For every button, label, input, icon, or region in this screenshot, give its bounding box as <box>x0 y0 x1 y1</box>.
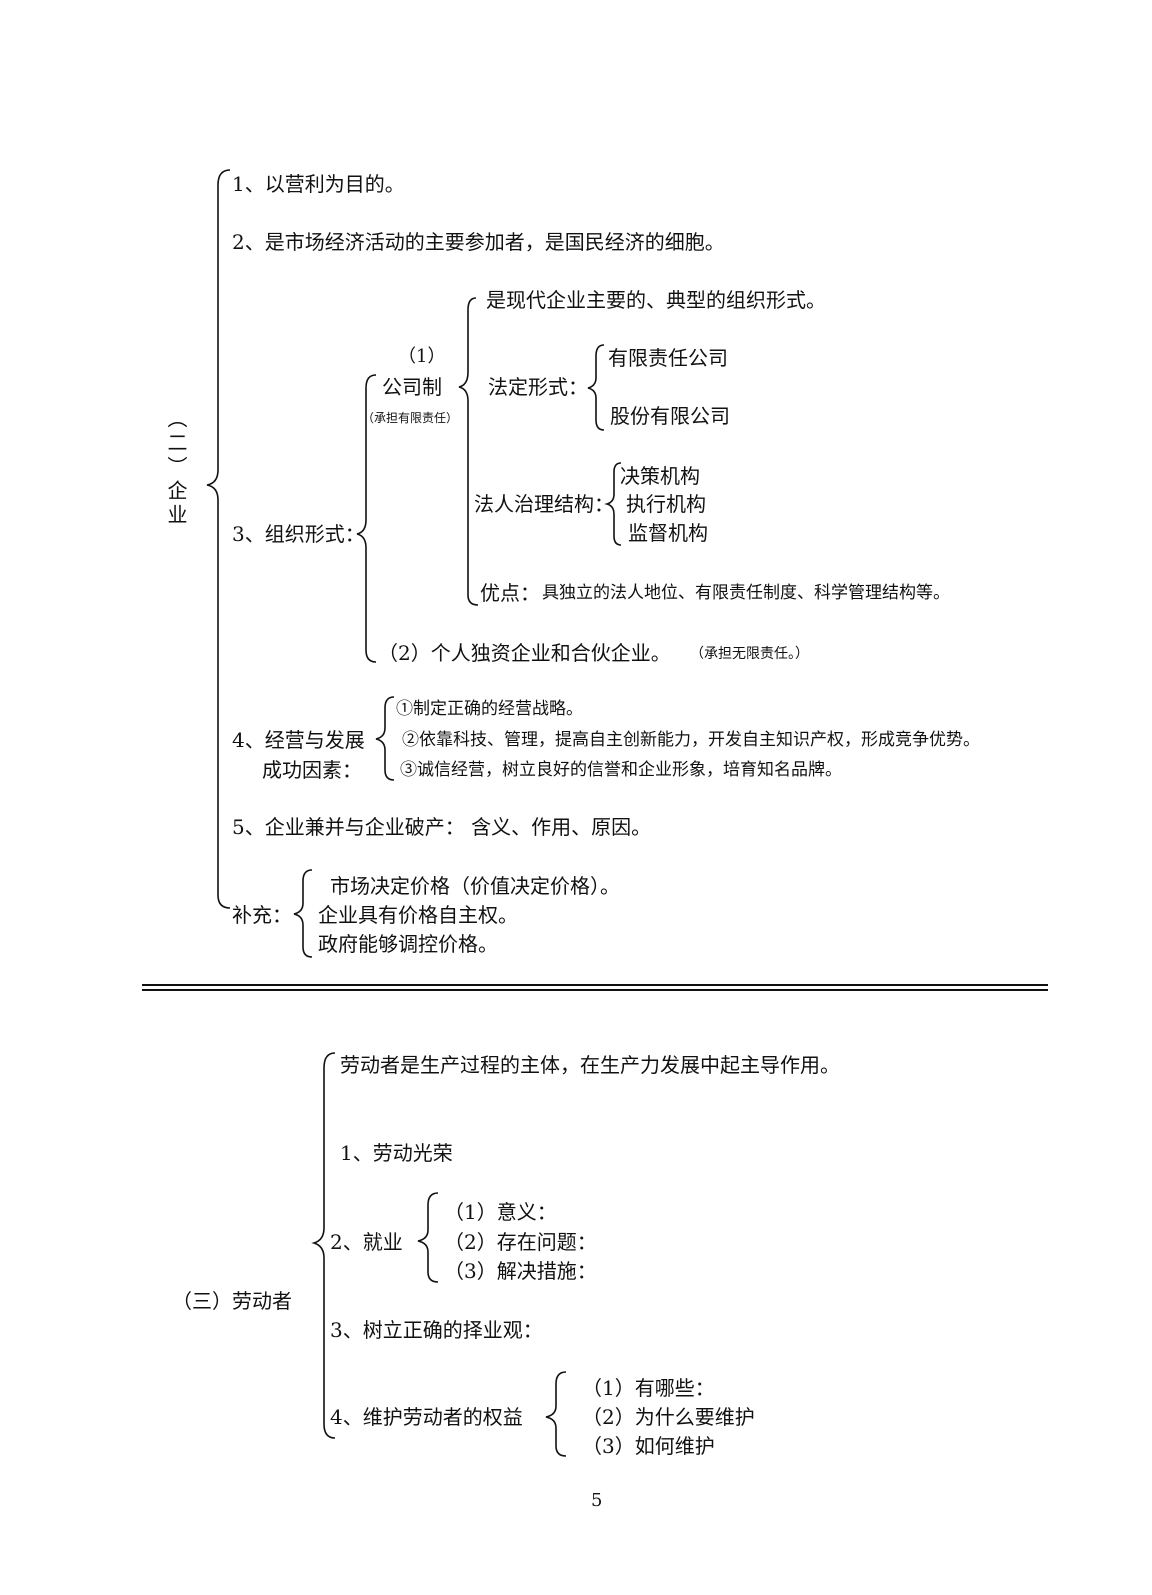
brace-org-forms <box>356 374 377 663</box>
brace-supplement <box>293 869 313 958</box>
section2-title: （二）企业 <box>164 408 188 528</box>
enterprise-item-2: 2、是市场经济活动的主要参加者，是国民经济的细胞。 <box>232 230 725 254</box>
divider-line-top <box>142 984 1048 986</box>
legal-form-2: 股份有限公司 <box>610 404 730 428</box>
brace-section2-main <box>206 169 231 909</box>
employment-3: （3）解决措施： <box>444 1259 597 1283</box>
advantage-text: 具独立的法人地位、有限责任制度、科学管理结构等。 <box>542 583 950 603</box>
employment-2: （2）存在问题： <box>444 1230 597 1254</box>
governance-2: 执行机构 <box>626 492 706 516</box>
brace-section3-main <box>311 1052 336 1439</box>
individual-partnership: （2）个人独资企业和合伙企业。 <box>378 641 671 665</box>
page-number: 5 <box>591 1490 603 1511</box>
section3-title: （三）劳动者 <box>172 1289 292 1313</box>
divider-line-bottom <box>142 989 1048 991</box>
brace-company <box>458 297 479 606</box>
enterprise-item-5: 5、企业兼并与企业破产： 含义、作用、原因。 <box>232 815 652 839</box>
brace-employment <box>417 1192 439 1283</box>
worker-item-4: 4、维护劳动者的权益 <box>330 1405 523 1429</box>
rights-2: （2）为什么要维护 <box>582 1405 755 1429</box>
employment-1: （1）意义： <box>444 1200 557 1224</box>
supplement-label: 补充： <box>232 903 292 927</box>
company-num: （1） <box>398 346 446 367</box>
advantage-label: 优点： <box>480 581 540 605</box>
success-factor-3: ③诚信经营，树立良好的信誉和企业形象，培育知名品牌。 <box>400 760 842 780</box>
brace-success-factors <box>375 696 395 781</box>
enterprise-item-4: 4、经营与发展 <box>232 728 365 752</box>
worker-intro: 劳动者是生产过程的主体，在生产力发展中起主导作用。 <box>340 1053 840 1077</box>
worker-item-3: 3、树立正确的择业观： <box>330 1318 543 1342</box>
supplement-1: 市场决定价格（价值决定价格）。 <box>330 874 620 898</box>
enterprise-item-3: 3、组织形式： <box>232 522 365 546</box>
legal-form-label: 法定形式： <box>488 375 588 399</box>
supplement-3: 政府能够调控价格。 <box>318 932 498 956</box>
brace-governance <box>604 462 622 546</box>
supplement-2: 企业具有价格自主权。 <box>318 903 518 927</box>
enterprise-item-4-sub: 成功因素： <box>262 758 362 782</box>
governance-1: 决策机构 <box>620 464 700 488</box>
individual-note: （承担无限责任。） <box>690 646 809 662</box>
brace-rights <box>545 1371 567 1457</box>
enterprise-item-1: 1、以营利为目的。 <box>232 172 405 196</box>
worker-item-1: 1、劳动光荣 <box>340 1141 453 1165</box>
worker-item-2: 2、就业 <box>330 1230 403 1254</box>
company-note: （承担有限责任） <box>362 411 459 425</box>
rights-3: （3）如何维护 <box>582 1434 715 1458</box>
company-name: 公司制 <box>382 375 442 399</box>
brace-legal-forms <box>587 344 605 431</box>
company-main-text: 是现代企业主要的、典型的组织形式。 <box>486 288 826 312</box>
governance-3: 监督机构 <box>628 521 708 545</box>
success-factor-2: ②依靠科技、管理，提高自主创新能力，开发自主知识产权，形成竞争优势。 <box>402 730 980 750</box>
success-factor-1: ①制定正确的经营战略。 <box>396 699 583 719</box>
rights-1: （1）有哪些： <box>582 1376 715 1400</box>
governance-label: 法人治理结构： <box>474 492 614 516</box>
legal-form-1: 有限责任公司 <box>608 346 728 370</box>
